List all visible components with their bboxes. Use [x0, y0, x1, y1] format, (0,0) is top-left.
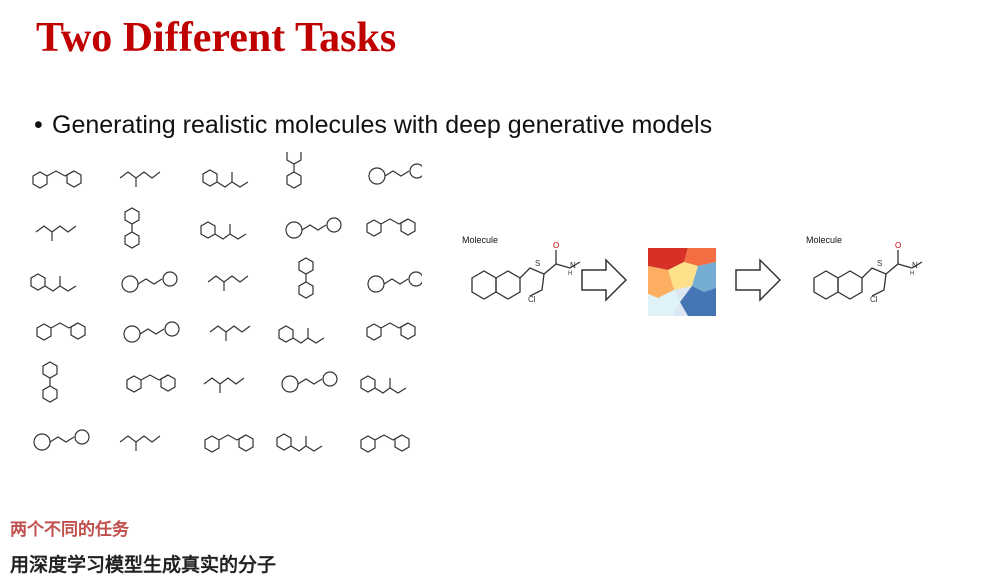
- arrow-right-icon: [581, 258, 628, 302]
- atom-cl-left: Cl: [528, 295, 536, 304]
- atom-h-right: H: [910, 271, 914, 277]
- bullet-item: • Generating realistic molecules with dee…: [34, 108, 712, 142]
- bullet-dot-icon: •: [34, 111, 43, 139]
- chinese-caption: 用深度学习模型生成真实的分子: [10, 555, 277, 576]
- generated-molecules-grid: [30, 152, 422, 453]
- arrow-right-icon: [735, 258, 782, 302]
- atom-s-right: S: [877, 259, 882, 268]
- atom-o-right: O: [895, 241, 901, 250]
- molecule-label-left: Molecule: [462, 235, 498, 245]
- molecule-label-right: Molecule: [806, 235, 842, 245]
- input-molecule-icon: [471, 249, 581, 300]
- atom-o-left: O: [553, 241, 559, 250]
- atom-n-left: N: [570, 261, 576, 270]
- bullet-text: Generating realistic molecules with deep…: [52, 111, 713, 139]
- atom-s-left: S: [535, 259, 540, 268]
- output-molecule-icon: [813, 249, 922, 300]
- atom-cl-right: Cl: [870, 295, 878, 304]
- chinese-subtitle: 两个不同的任务: [10, 520, 129, 539]
- encode-decode-pipeline: Molecule S O N H Cl Molecule S O N H Cl: [462, 235, 922, 316]
- latent-space-map-icon: [648, 248, 716, 316]
- atom-n-right: N: [912, 261, 918, 270]
- atom-h-left: H: [568, 271, 572, 277]
- slide-title: Two Different Tasks: [36, 15, 397, 61]
- molecule-structure-icon: [30, 152, 422, 453]
